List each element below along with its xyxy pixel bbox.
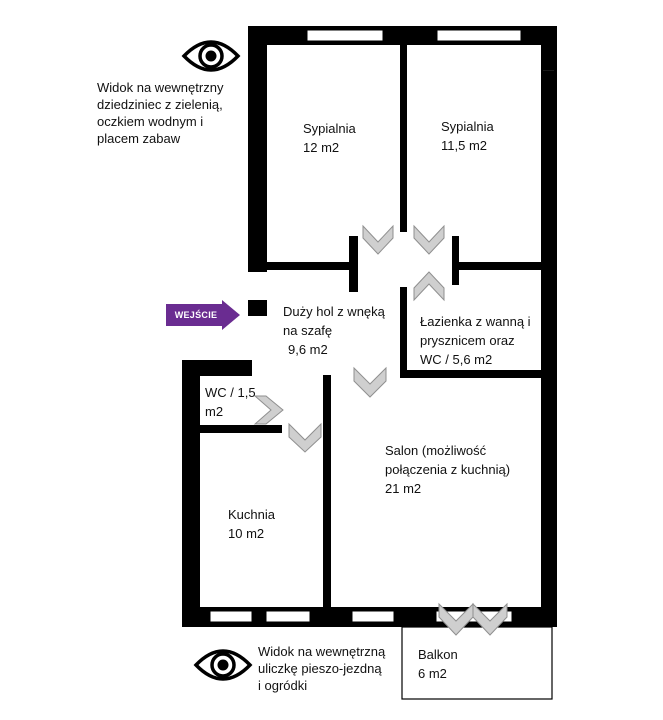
- room-area: 9,6 m2: [288, 342, 328, 357]
- door-chevrons: [253, 224, 508, 636]
- eye-icon: [193, 649, 253, 681]
- room-area: 21 m2: [385, 481, 422, 496]
- room-area: 10 m2: [228, 526, 265, 541]
- room-bedroom-right: Sypialnia 11,5 m2: [441, 117, 494, 155]
- window-bottom-3: [351, 610, 395, 623]
- room-name: połączenia z kuchnią): [385, 462, 511, 477]
- room-balcony: Balkon 6 m2: [418, 645, 458, 683]
- wall-bedroom-divider: [400, 26, 407, 232]
- room-name: Sypialnia: [441, 119, 494, 134]
- wall-left-lower: [248, 300, 267, 316]
- window-top-2: [436, 29, 522, 42]
- window-top-1: [306, 29, 384, 42]
- note-bottom-view: Widok na wewnętrzną uliczkę pieszo-jezdn…: [258, 643, 385, 694]
- room-living: Salon (możliwość połączenia z kuchnią) 2…: [385, 441, 510, 498]
- room-area: m2: [205, 404, 224, 419]
- note-line: dziedziniec z zielenią,: [97, 97, 223, 112]
- room-kitchen: Kuchnia 10 m2: [228, 505, 275, 543]
- window-bottom-1: [209, 610, 253, 623]
- balcony-outline: [401, 626, 553, 700]
- wall-right: [541, 26, 557, 627]
- chevron-icon: [413, 271, 445, 302]
- room-bedroom-left: Sypialnia 12 m2: [303, 119, 356, 157]
- note-line: uliczkę pieszo-jezdną: [258, 661, 382, 676]
- room-area: WC / 5,6 m2: [420, 352, 493, 367]
- note-line: Widok na wewnętrzny: [97, 80, 224, 95]
- wall-left-outer: [182, 360, 200, 627]
- room-name: na szafę: [283, 323, 333, 338]
- wall-kitchen-divider: [323, 375, 331, 610]
- room-name: prysznicem oraz: [420, 333, 515, 348]
- room-name: Salon (możliwość: [385, 443, 487, 458]
- wall-left-upper: [248, 26, 267, 272]
- entrance-arrow: WEJŚCIE: [166, 300, 240, 330]
- chevron-icon: [413, 224, 445, 255]
- chevron-icon: [472, 602, 508, 636]
- wall-bedroom-right-bottom: [452, 262, 544, 270]
- room-wc: WC / 1,5 m2: [205, 383, 256, 421]
- room-area: 12 m2: [303, 140, 340, 155]
- note-line: placem zabaw: [97, 131, 181, 146]
- room-bathroom: Łazienka z wanną i prysznicem oraz WC / …: [420, 312, 531, 369]
- window-bottom-2: [265, 610, 311, 623]
- room-name: Sypialnia: [303, 121, 356, 136]
- chevron-icon: [362, 224, 394, 255]
- wall-bathroom-left: [400, 287, 407, 377]
- room-area: 6 m2: [418, 666, 447, 681]
- room-hall: Duży hol z wnęką na szafę 9,6 m2: [283, 302, 385, 359]
- room-name: Łazienka z wanną i: [420, 314, 531, 329]
- entrance-label: WEJŚCIE: [174, 310, 218, 320]
- note-line: i ogródki: [258, 678, 308, 693]
- wall-wc-bottom: [196, 425, 282, 433]
- wall-bedroom-right-jamb: [452, 236, 459, 285]
- room-area: 11,5 m2: [441, 138, 488, 153]
- room-name: WC / 1,5: [205, 385, 256, 400]
- wall-bedroom-left-jamb: [349, 236, 358, 292]
- arrow-right-icon: [166, 300, 240, 330]
- note-line: Widok na wewnętrzną: [258, 644, 386, 659]
- eye-icon: [181, 40, 241, 72]
- note-line: oczkiem wodnym i: [97, 114, 204, 129]
- room-name: Balkon: [418, 647, 458, 662]
- wall-bedroom-left-bottom: [267, 262, 357, 270]
- chevron-icon: [253, 395, 284, 425]
- room-name: Kuchnia: [228, 507, 275, 522]
- wall-bathroom-bottom: [400, 370, 544, 378]
- chevron-icon: [288, 422, 322, 453]
- chevron-icon: [353, 366, 387, 398]
- note-top-view: Widok na wewnętrzny dziedziniec z zielen…: [97, 79, 223, 147]
- room-name: Duży hol z wnęką: [283, 304, 385, 319]
